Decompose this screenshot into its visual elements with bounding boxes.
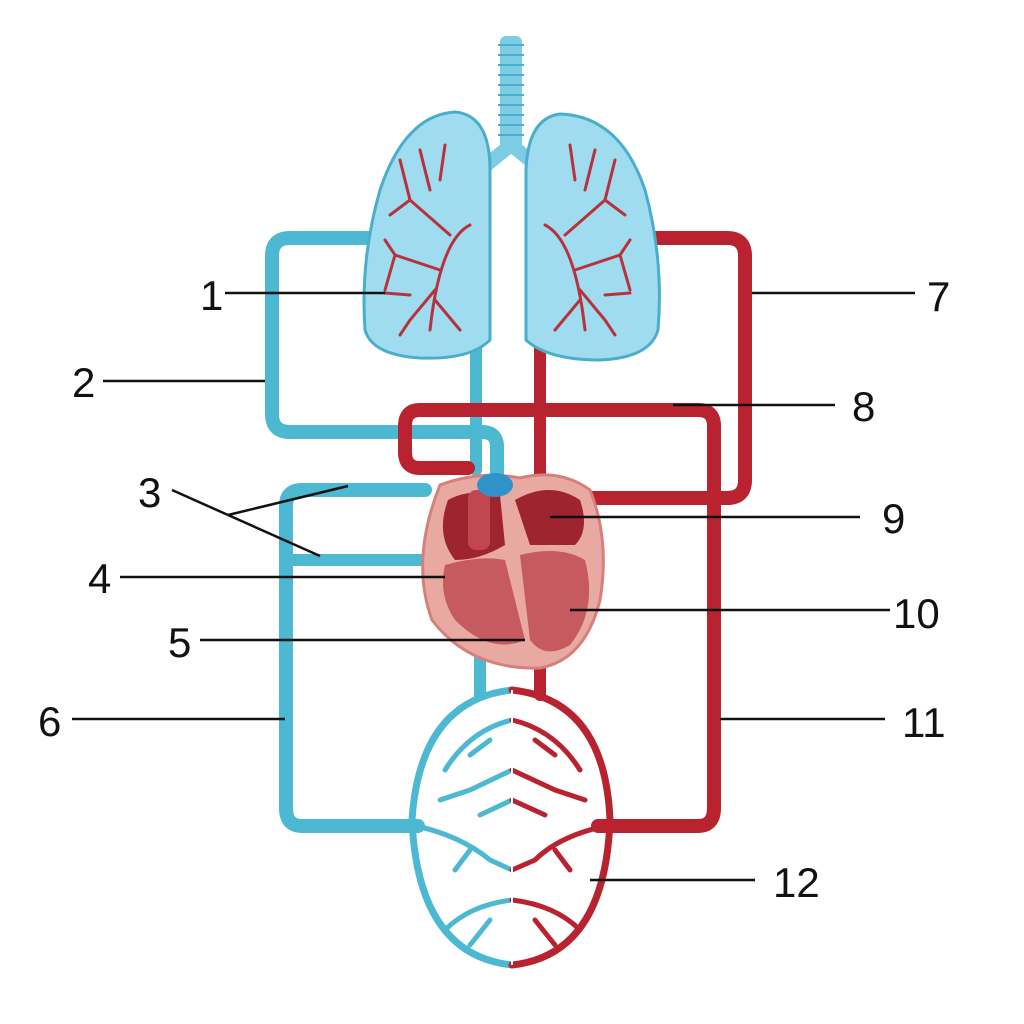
label-11: 11 xyxy=(902,699,946,746)
leader-lines xyxy=(72,291,915,882)
left-ventricle xyxy=(520,551,590,652)
label-4: 4 xyxy=(88,555,111,602)
pulmonary-artery-blue xyxy=(265,231,504,485)
label-9: 9 xyxy=(882,495,905,542)
left-atrium xyxy=(515,490,584,545)
label-7: 7 xyxy=(927,273,950,320)
body-capillaries xyxy=(408,686,614,969)
vena-cava-blue xyxy=(279,483,486,833)
label-3: 3 xyxy=(138,469,161,516)
label-12: 12 xyxy=(773,859,820,906)
vena-cava-top xyxy=(477,473,513,497)
heart xyxy=(421,473,605,670)
right-ventricle xyxy=(442,558,525,645)
right-lung xyxy=(524,112,661,362)
label-5: 5 xyxy=(168,619,191,666)
label-1: 1 xyxy=(200,272,223,319)
left-lung xyxy=(362,110,492,360)
label-8: 8 xyxy=(852,383,875,430)
label-2: 2 xyxy=(72,359,95,406)
label-10: 10 xyxy=(893,590,940,637)
label-6: 6 xyxy=(38,698,61,745)
